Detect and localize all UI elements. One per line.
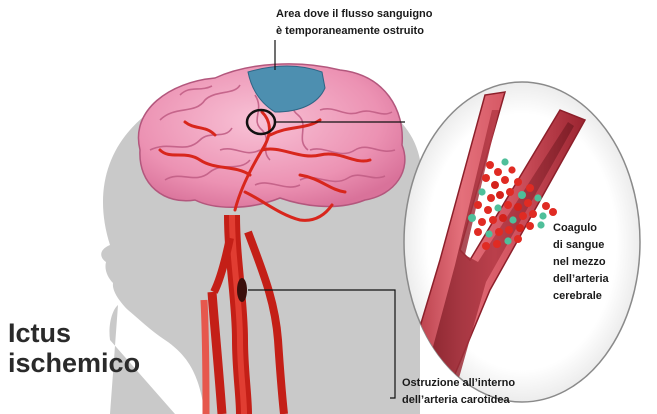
blocked-area-label-line1: Area dove il flusso sanguigno <box>276 8 433 20</box>
clot-label-line1: Coagulo <box>553 222 597 234</box>
title-line2: ischemico <box>8 348 140 378</box>
clot-label-line5: cerebrale <box>553 290 602 302</box>
blocked-area-label-line2: è temporaneamente ostruito <box>276 25 424 37</box>
clot-label-line2: di sangue <box>553 239 604 251</box>
carotid-occlusion <box>237 278 247 302</box>
clot-label-line3: nel mezzo <box>553 256 606 268</box>
title-line1: Ictus <box>8 318 71 348</box>
clot-label-line4: dell’arteria <box>553 273 610 285</box>
carotid-label-line1: Ostruzione all’interno <box>402 377 515 389</box>
carotid-label-line2: dell’arteria carotidea <box>402 394 510 406</box>
brain <box>138 64 404 220</box>
